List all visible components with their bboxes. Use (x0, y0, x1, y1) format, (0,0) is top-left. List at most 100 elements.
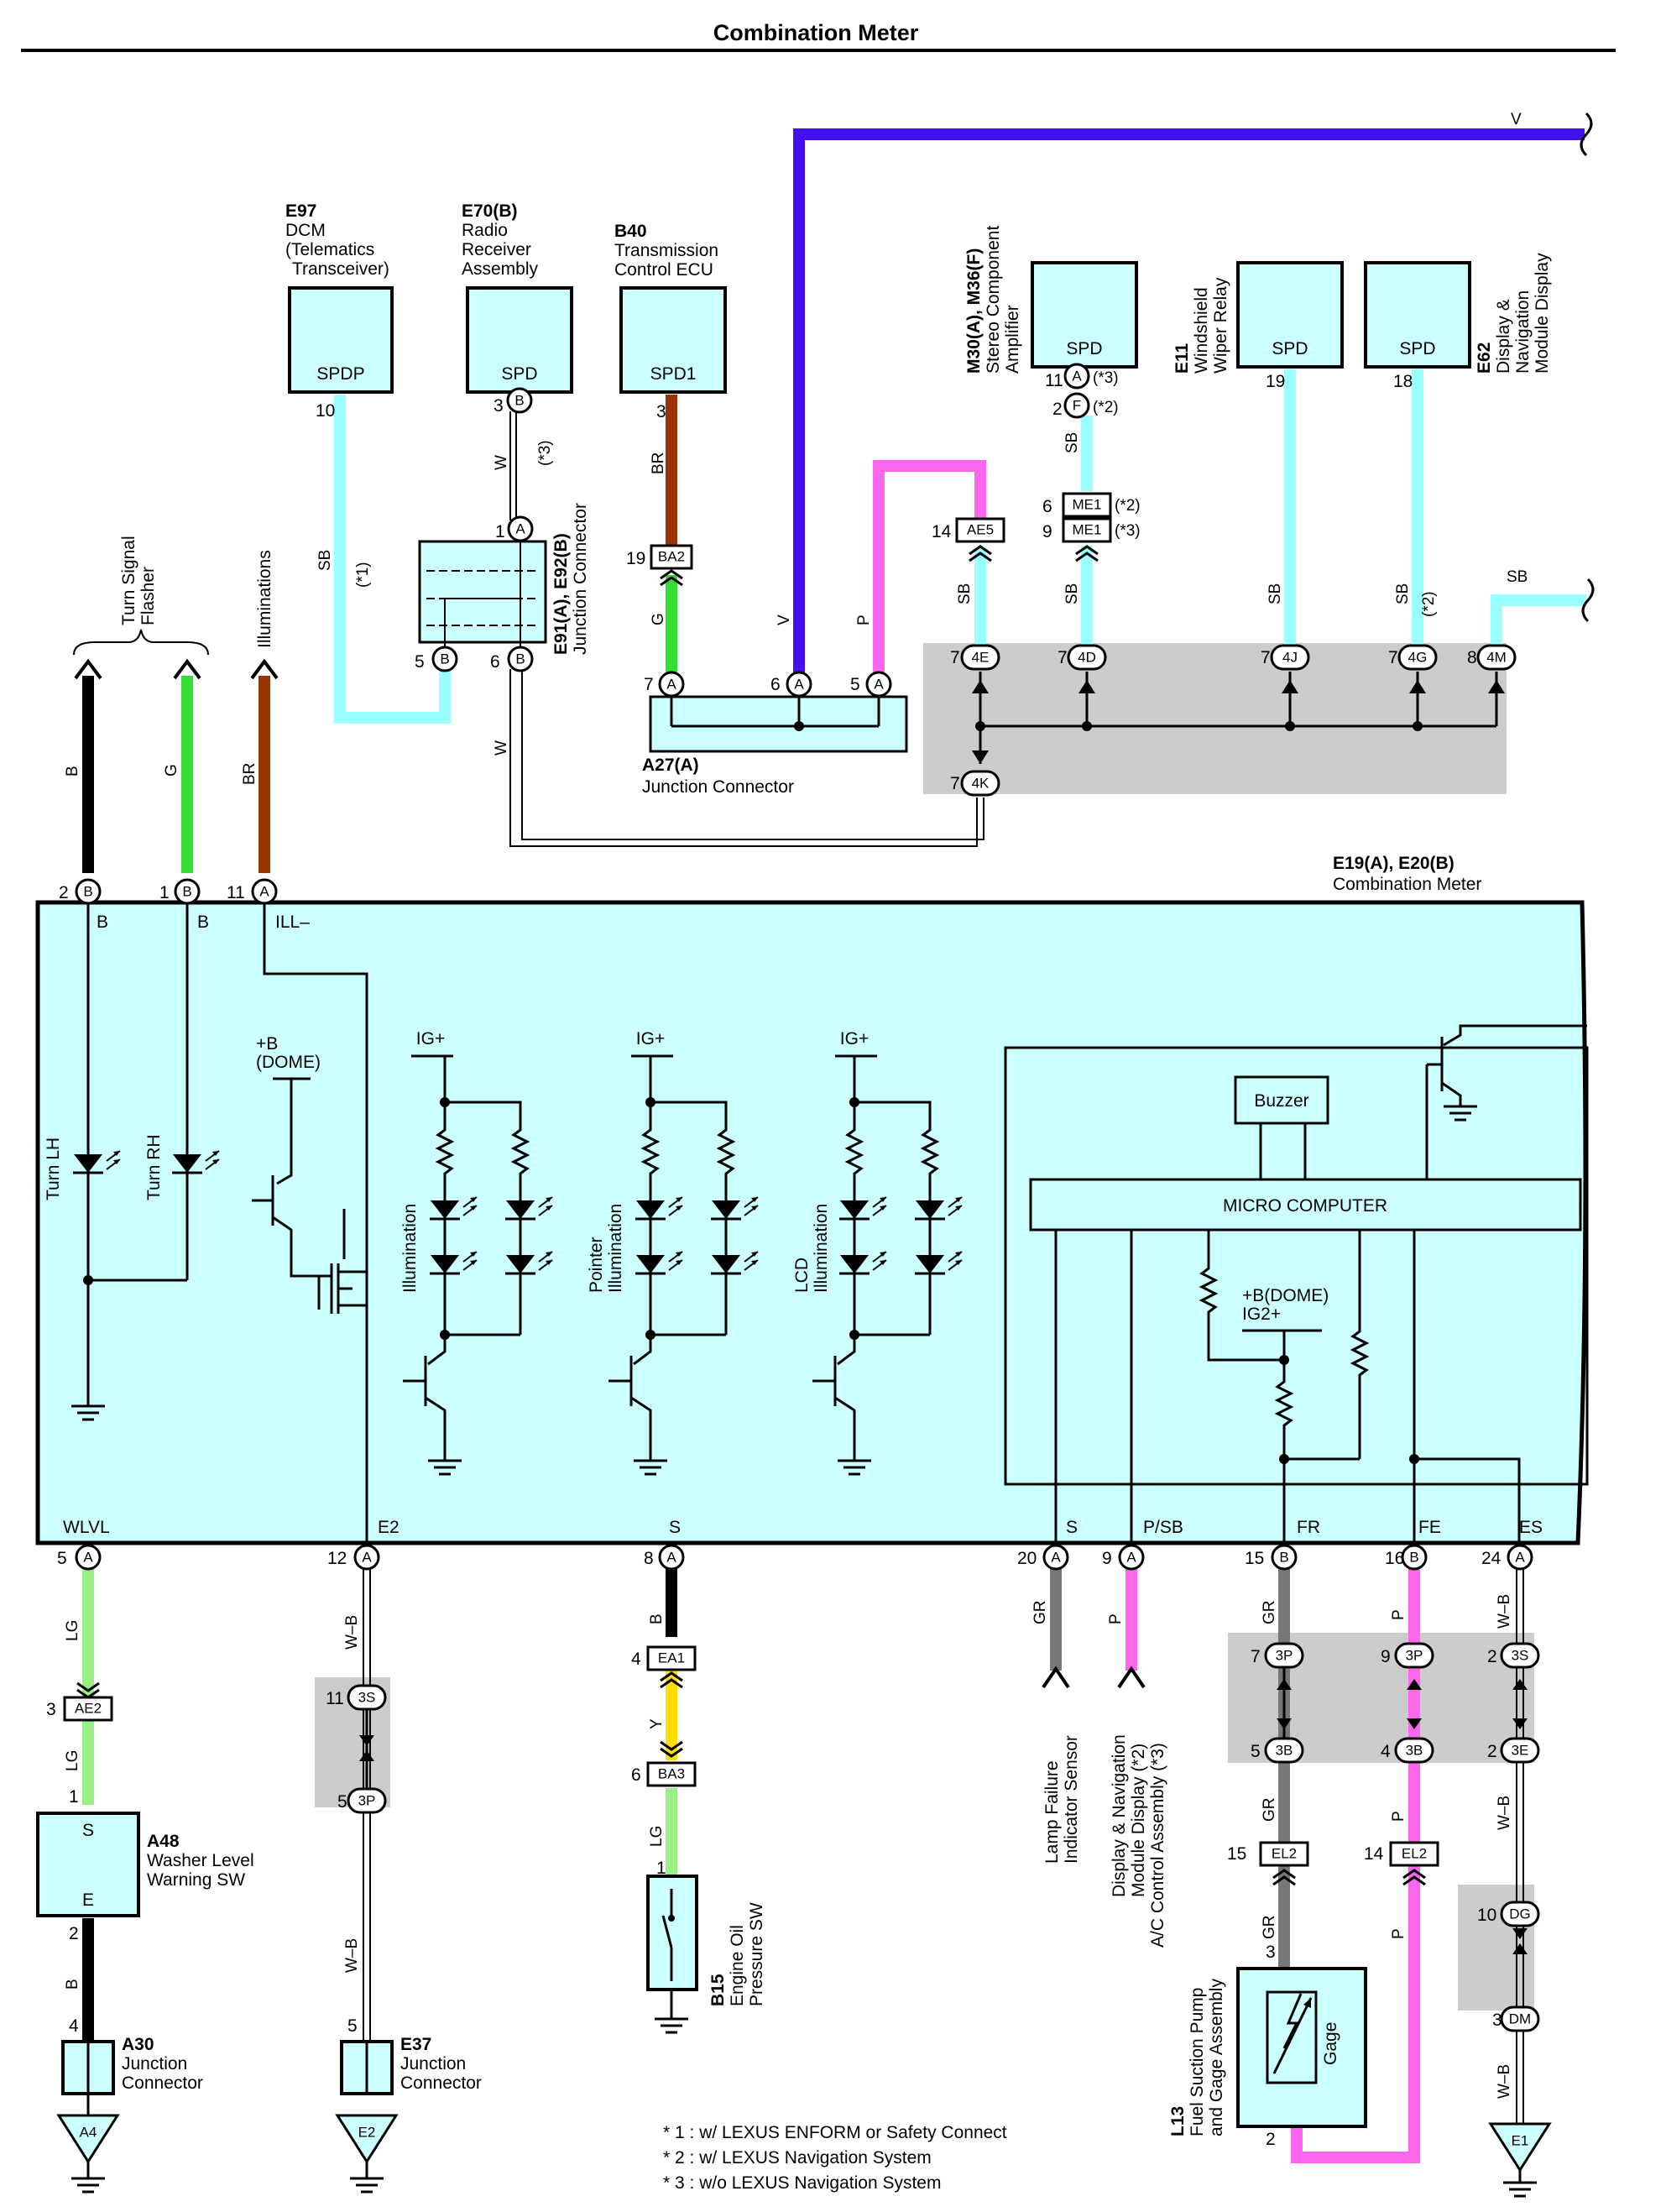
svg-text:E2: E2 (358, 2125, 376, 2141)
svg-text:Navigation: Navigation (1513, 290, 1533, 374)
pin-number-b4: 4 (1381, 1742, 1391, 1761)
label-p-a27: P (855, 614, 873, 625)
label-br-illum: BR (241, 763, 259, 785)
note-star3-e70: (*3) (536, 440, 554, 466)
pin-4e: 4E (960, 644, 1000, 671)
svg-text:DG: DG (1509, 1906, 1531, 1922)
ground-e1: E1 (1488, 2122, 1552, 2198)
turn-signal-brace (73, 629, 209, 656)
pin-number-s11: 11 (326, 1689, 344, 1708)
pin-4m: 4M (1476, 644, 1517, 671)
svg-text:A30: A30 (122, 2035, 154, 2054)
pin-meter-1b: B (174, 878, 201, 905)
component-b40: B40 Transmission Control ECU SPD1 (614, 222, 727, 394)
svg-text:Module Display: Module Display (1533, 253, 1552, 374)
junction-a27: A27(A) Junction Connector (642, 695, 908, 797)
lamp-failure-label: Lamp Failure Indicator Sensor (1042, 1735, 1081, 1864)
pin-3p-p: 3P (1394, 1642, 1434, 1669)
svg-text:Windshield: Windshield (1192, 287, 1211, 374)
pin-number-s2: 2 (1487, 1647, 1497, 1666)
pin-3b-p: 3B (1394, 1737, 1434, 1764)
wire-v (793, 128, 1585, 686)
svg-text:Radio: Radio (462, 221, 508, 240)
svg-text:Display &: Display & (1494, 299, 1513, 374)
svg-text:Buzzer: Buzzer (1254, 1091, 1308, 1111)
svg-text:LCD: LCD (792, 1258, 812, 1293)
svg-text:B: B (83, 884, 92, 900)
pin-number-dm3: 3 (1492, 2011, 1502, 2030)
meter-term-wlvl: WLVL (63, 1518, 110, 1537)
meter-code: E19(A), E20(B) (1333, 854, 1454, 873)
pin-number-m-top2: 1 (159, 883, 170, 902)
label-g-turn: G (163, 764, 180, 777)
pin-number-a27-7: 7 (644, 675, 654, 694)
svg-text:Illumination: Illumination (812, 1204, 831, 1293)
label-wb-dg: W–B (1496, 1796, 1513, 1830)
svg-text:EL2: EL2 (1272, 1846, 1297, 1862)
pin-number-me1b: 9 (1042, 522, 1052, 541)
meter-term-psb: P/SB (1143, 1518, 1183, 1537)
component-e70: E70(B) Radio Receiver Assembly SPD (462, 201, 573, 394)
svg-text:3S: 3S (1512, 1648, 1529, 1664)
page-title: Combination Meter (713, 20, 919, 45)
pin-number-j7: 7 (1261, 648, 1271, 667)
svg-text:3P: 3P (358, 1793, 376, 1809)
svg-text:DCM: DCM (285, 221, 326, 240)
label-sb-4m: SB (1507, 568, 1528, 586)
pin-number-ea1: 4 (631, 1650, 641, 1669)
connector-el2-p: EL2 (1389, 1841, 1439, 1886)
component-e97: E97 DCM (Telematics Transceiver) SPDP (285, 201, 394, 394)
svg-text:BA3: BA3 (658, 1766, 685, 1782)
pointer-illumination-bank: IG+ Pointer Illumination (587, 1029, 760, 1476)
svg-text:+B: +B (256, 1034, 278, 1054)
svg-text:Engine Oil: Engine Oil (728, 1925, 747, 2006)
note-star3-m30a: (*3) (1093, 369, 1119, 387)
component-e37: E37 Junction Connector E2 (335, 2035, 482, 2194)
pin-number-el14: 14 (1364, 1844, 1384, 1864)
svg-text:E62: E62 (1475, 343, 1494, 374)
pin-number-m30a: 11 (1045, 371, 1063, 390)
pin-meter-24a: A (1507, 1544, 1533, 1571)
svg-text:B: B (1409, 1550, 1418, 1566)
pin-3p-e2: 3P (347, 1787, 387, 1814)
pin-number-e91-6: 6 (490, 652, 500, 672)
pin-number-e11: 19 (1266, 372, 1285, 391)
label-gr-l13: GR (1261, 1916, 1278, 1940)
svg-text:E: E (82, 1890, 94, 1910)
connector-ae2: AE2 (63, 1681, 113, 1722)
svg-text:B: B (1279, 1550, 1288, 1566)
svg-text:L13: L13 (1168, 2106, 1188, 2136)
svg-text:A: A (1051, 1550, 1061, 1566)
pin-3e-es: 3E (1500, 1737, 1540, 1764)
pin-number-l13-3: 3 (1266, 1943, 1276, 1962)
turn-signal-label: Turn Signal Flasher (119, 536, 158, 625)
meter-term-b2: B (197, 913, 209, 932)
pin-meter-16b: B (1401, 1544, 1428, 1571)
note-star2-e62: (*2) (1420, 591, 1438, 617)
meter-term-ill: ILL– (275, 913, 310, 932)
pin-number-m-top3: 11 (227, 883, 245, 902)
pin-number-a48-1: 1 (69, 1787, 79, 1807)
label-br-b40: BR (650, 452, 667, 474)
label-wb-e1: W–B (1496, 2064, 1513, 2099)
svg-text:A48: A48 (147, 1832, 180, 1851)
svg-text:Transmission: Transmission (614, 241, 718, 260)
terminal-spd-m30: SPD (1066, 339, 1102, 358)
label-g-a27: G (650, 613, 667, 625)
lcd-illumination-bank: IG+ LCD Illumination (792, 1029, 964, 1476)
pin-meter-12a: A (353, 1544, 380, 1571)
meter-term-e2: E2 (378, 1518, 400, 1537)
svg-text:4J: 4J (1282, 650, 1298, 666)
note-star2-m30f: (*2) (1093, 399, 1119, 416)
pin-number-e97: 10 (316, 401, 335, 421)
svg-text:EA1: EA1 (658, 1650, 685, 1666)
connector-me1a: ME1 ME1 (1062, 492, 1112, 562)
component-e11: E11 Windshield Wiper Relay SPD (1172, 261, 1344, 374)
pin-number-j7: 7 (1058, 648, 1068, 667)
connector-el2-gr: EL2 (1259, 1841, 1309, 1886)
terminal-spdp: SPDP (316, 364, 364, 384)
pin-number-b40: 3 (656, 402, 666, 421)
component-l13: Gage L13 Fuel Suction Pump and Gage Asse… (1168, 1967, 1367, 2136)
pin-4j: 4J (1270, 644, 1310, 671)
